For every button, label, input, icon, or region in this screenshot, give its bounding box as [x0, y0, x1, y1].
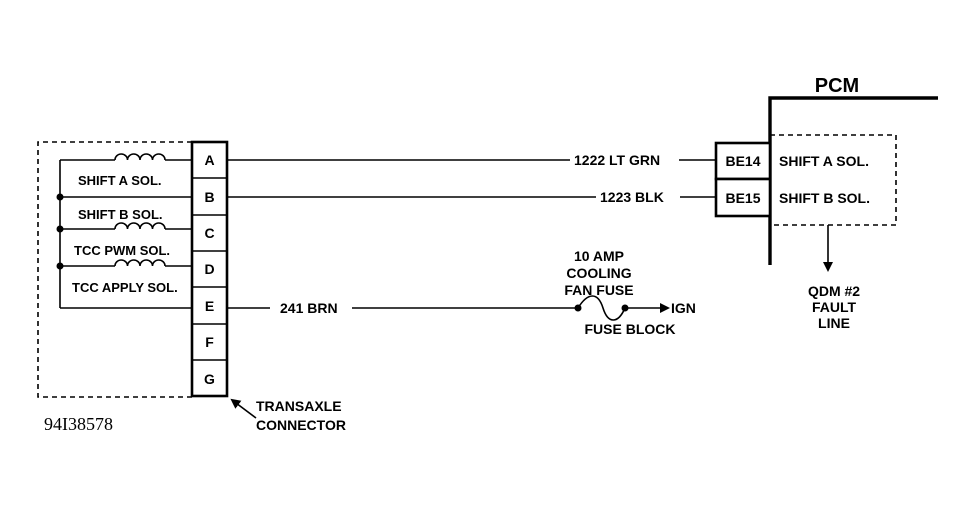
- junction-dot: [56, 262, 64, 270]
- ign-label: IGN: [671, 300, 696, 316]
- connector-label-line-2: CONNECTOR: [256, 417, 346, 433]
- circuit-wire-b: 1223 BLK: [227, 189, 716, 205]
- fuse-label-line-1: 10 AMP: [574, 248, 624, 264]
- shift-a-coil: [114, 153, 166, 161]
- circuit-label-e: 241 BRN: [280, 300, 338, 316]
- connector-pin-b: B: [204, 189, 214, 205]
- junction-dot: [56, 225, 64, 233]
- connector-pin-c: C: [204, 225, 214, 241]
- solenoid-label-shift-a: SHIFT A SOL.: [78, 173, 162, 188]
- qdm-label-line-3: LINE: [818, 315, 850, 331]
- pcm-pin-be15: BE15: [725, 190, 760, 206]
- pcm-dashed-box: [770, 134, 897, 226]
- connector-pin-d: D: [204, 261, 214, 277]
- pcm-pin-be14-label: SHIFT A SOL.: [779, 153, 869, 169]
- pcm-border: [768, 96, 938, 265]
- solenoid-label-tcc-apply: TCC APPLY SOL.: [72, 280, 178, 295]
- fuse-block-label: FUSE BLOCK: [585, 321, 676, 337]
- transaxle-connector: A B C D E F G: [190, 140, 229, 398]
- pcm-pin-be15-label: SHIFT B SOL.: [779, 190, 870, 206]
- solenoid-label-shift-b: SHIFT B SOL.: [78, 207, 163, 222]
- circuit-label-a: 1222 LT GRN: [574, 152, 660, 168]
- qdm-label-line-1: QDM #2: [808, 283, 860, 299]
- connector-pin-e: E: [205, 298, 214, 314]
- circuit-wire-a: 1222 LT GRN: [227, 152, 716, 168]
- fuse-label-line-3: FAN FUSE: [564, 282, 633, 298]
- junction-dot: [56, 193, 64, 201]
- pcm-pin-be15-box: [714, 177, 772, 218]
- pcm-module: PCM BE14 BE15 SHIFT A SOL. SHIFT B SOL. …: [714, 75, 938, 331]
- fuse-label-line-2: COOLING: [566, 265, 631, 281]
- solenoid-wiring: [56, 153, 192, 309]
- fuse-symbol: [577, 295, 626, 321]
- shift-b-coil: [114, 222, 166, 230]
- figure-id: 94I38578: [44, 414, 113, 434]
- qdm-label-line-2: FAULT: [812, 299, 857, 315]
- circuit-label-b: 1223 BLK: [600, 189, 664, 205]
- pcm-pin-be14: BE14: [725, 153, 760, 169]
- connector-pointer-arrow: [230, 398, 257, 419]
- transaxle-dashed-enclosure: [37, 141, 192, 398]
- solenoid-label-tcc-pwm: TCC PWM SOL.: [74, 243, 170, 258]
- circuit-wire-e: 241 BRN IGN: [227, 295, 696, 321]
- tcc-pwm-coil: [114, 259, 166, 267]
- pcm-title: PCM: [815, 75, 859, 97]
- connector-pin-g: G: [204, 371, 215, 387]
- connector-pin-f: F: [205, 334, 214, 350]
- connector-pin-a: A: [204, 152, 214, 168]
- connector-label-line-1: TRANSAXLE: [256, 398, 342, 414]
